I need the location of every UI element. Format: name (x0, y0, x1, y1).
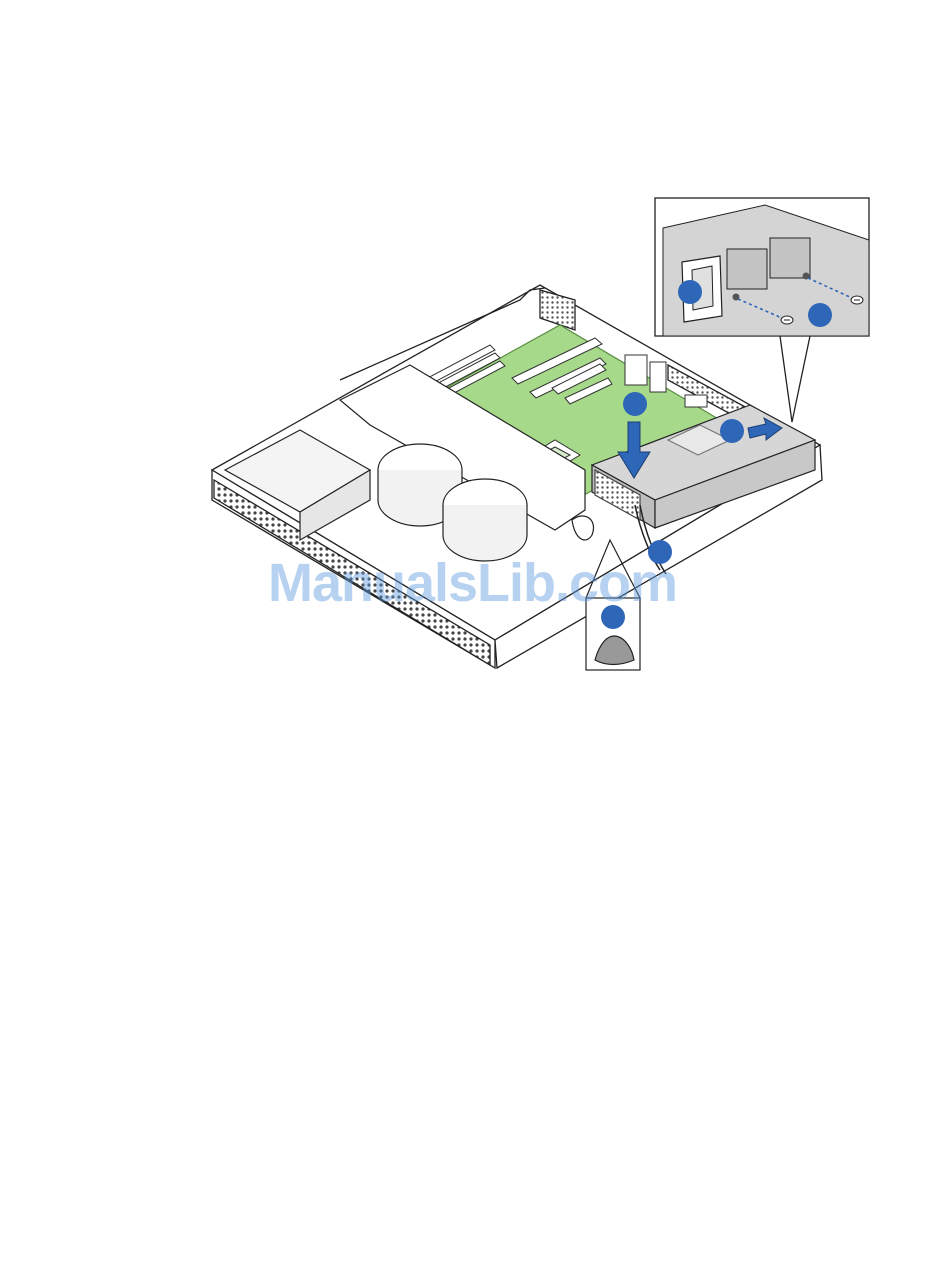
fan-2 (443, 479, 527, 561)
screw-icon (781, 316, 793, 324)
callout-marker-psu-slide (720, 419, 744, 443)
watermark: ManualsLib.com (268, 552, 677, 614)
callout-marker-inlet (678, 280, 702, 304)
callout-marker-screws (808, 303, 832, 327)
screw-icon (851, 296, 863, 304)
callout-marker-psu-drop (623, 392, 647, 416)
